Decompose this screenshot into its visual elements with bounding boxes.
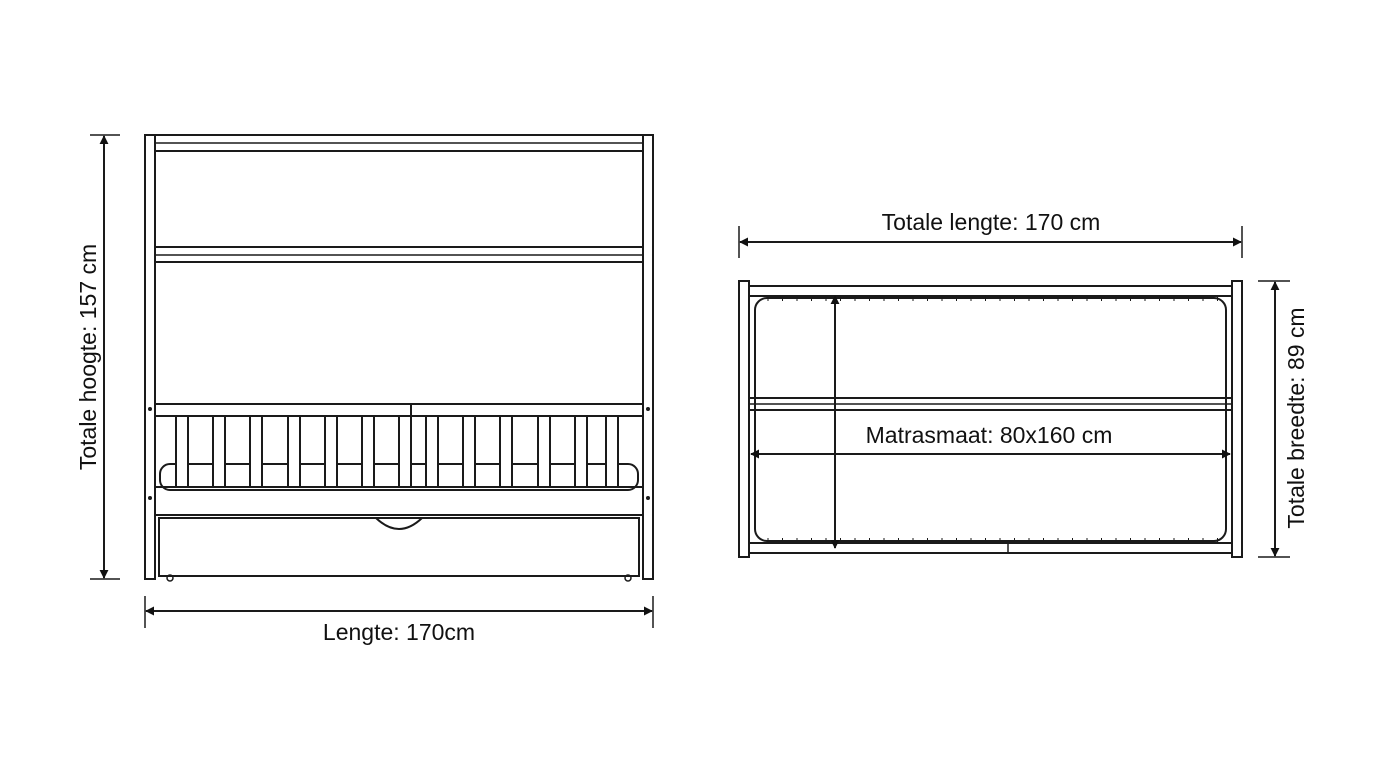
slat-ticks [767,296,1218,543]
drawer-wheel-left [166,574,174,582]
side-slats [175,415,619,488]
right-post [642,134,654,580]
total-length-dimension: Totale lengte: 170 cm [738,209,1243,258]
mattress-label: Matrasmaat: 80x160 cm [866,422,1113,448]
top-view-back-rail [748,285,1233,297]
mattress-dimension: Matrasmaat: 80x160 cm [750,295,1231,549]
drawer-wheel-right [624,574,632,582]
total-length-label: Totale lengte: 170 cm [882,209,1101,235]
base-rail [154,486,644,516]
height-label: Totale hoogte: 157 cm [75,244,101,470]
top-view [738,280,1243,558]
front-view [144,134,654,582]
height-dimension: Totale hoogte: 157 cm [75,134,120,580]
total-width-dimension: Totale breedte: 89 cm [1258,280,1309,558]
length-label: Lengte: 170cm [323,619,475,645]
mattress-top [754,297,1227,542]
total-width-label: Totale breedte: 89 cm [1283,307,1309,528]
drawer-handle [375,517,423,530]
top-left-post [738,280,750,558]
lower-rail [154,403,644,417]
drawer [158,517,640,577]
top-view-front-rail [748,542,1233,554]
left-post [144,134,156,580]
top-right-post [1231,280,1243,558]
length-dimension: Lengte: 170cm [144,596,654,645]
